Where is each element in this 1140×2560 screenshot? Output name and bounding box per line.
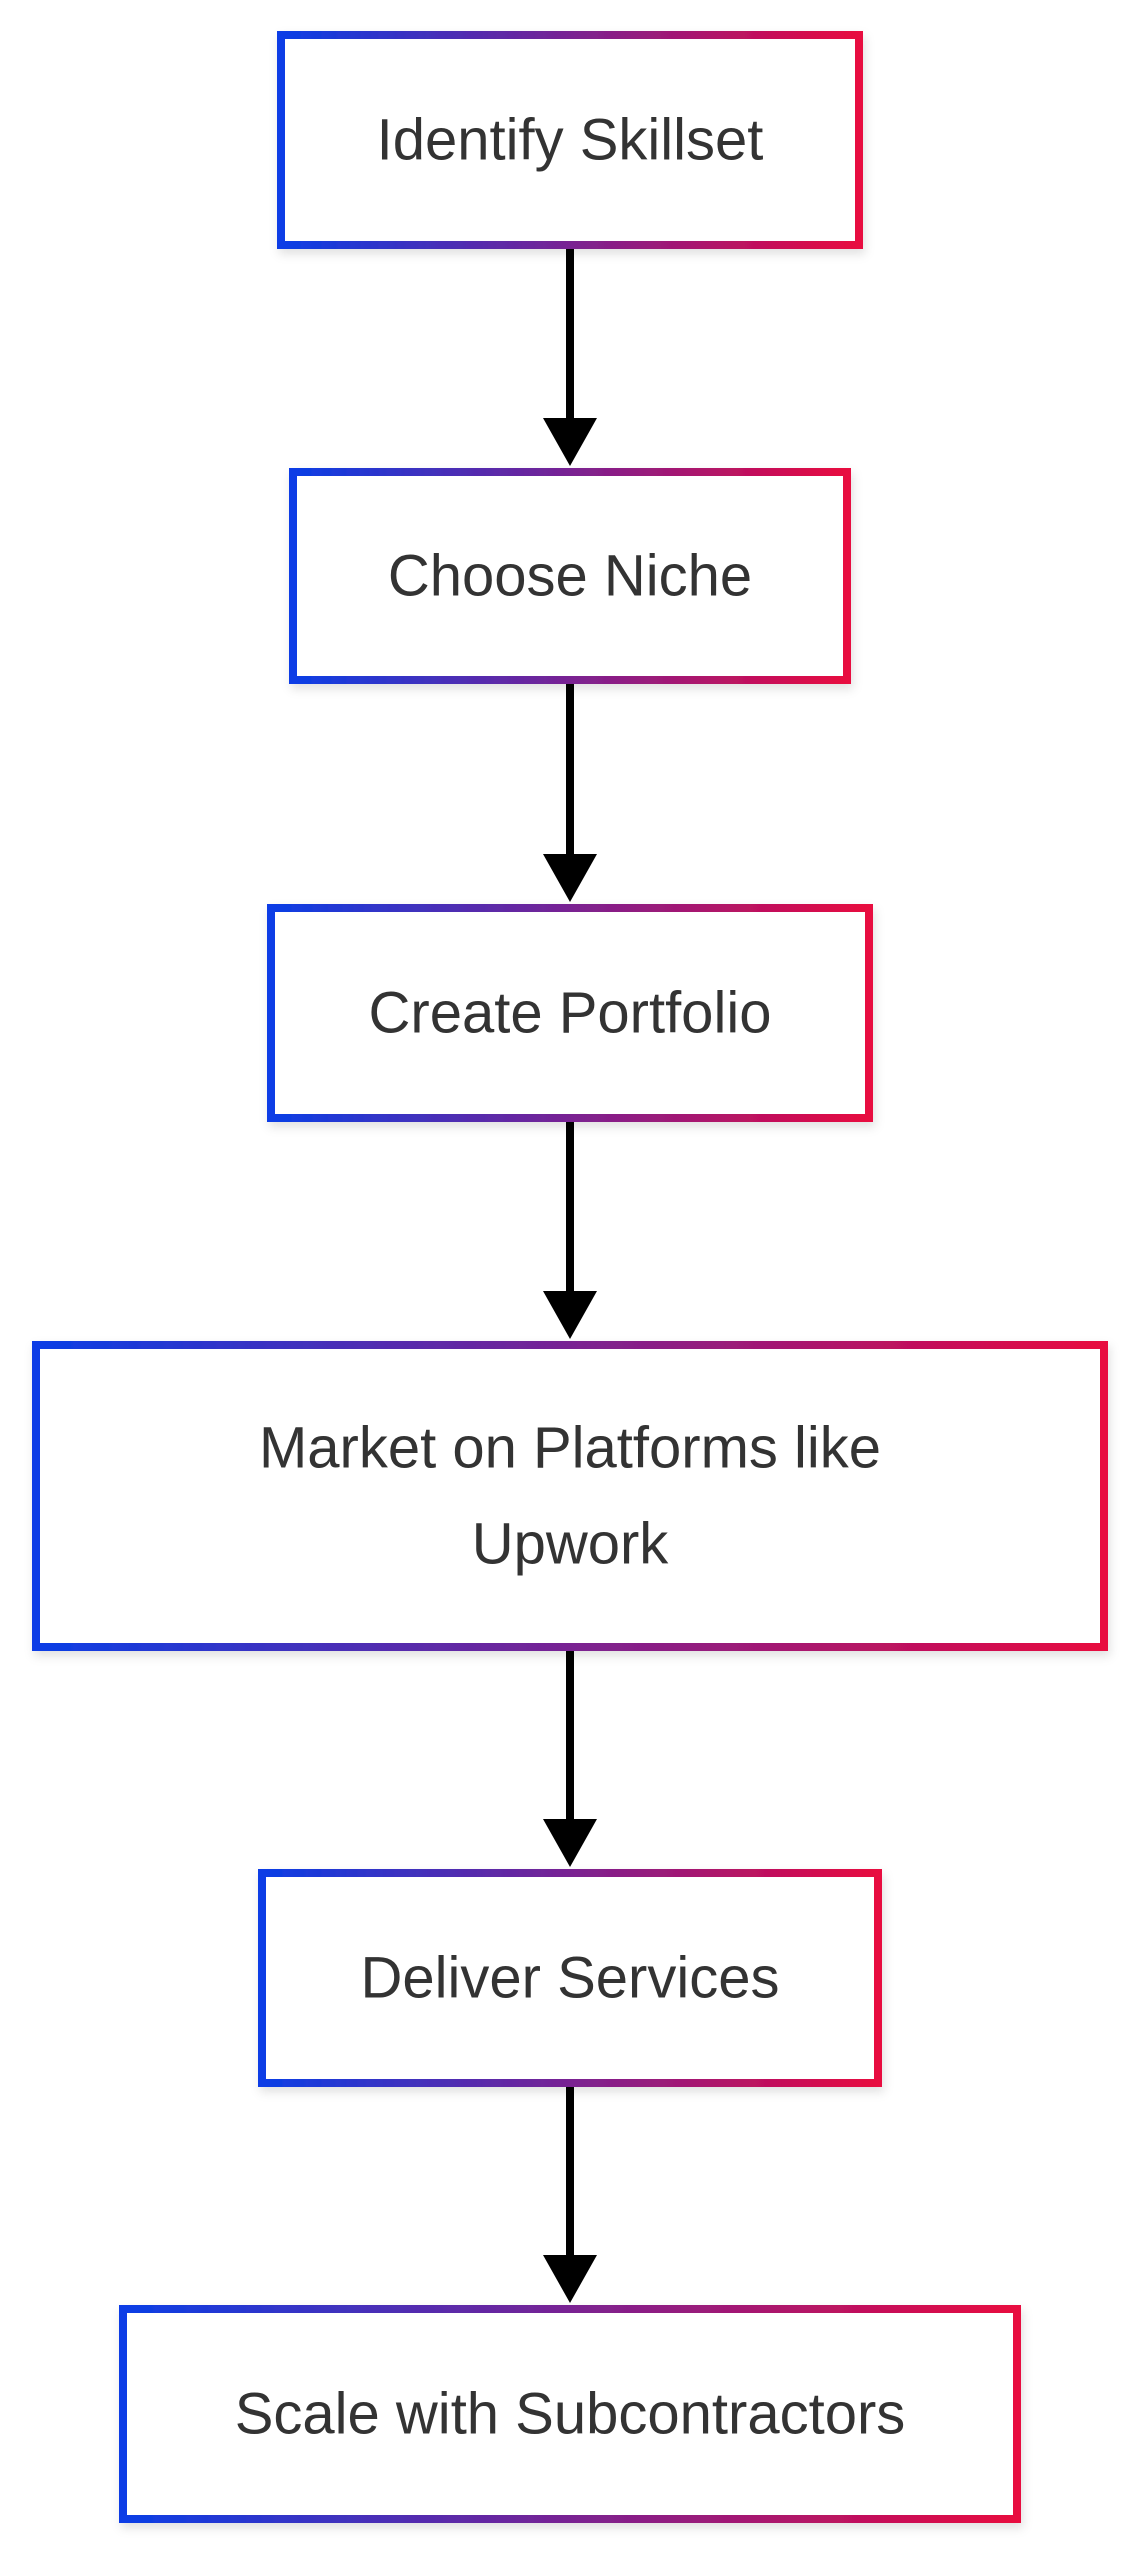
- flow-node-label: Scale with Subcontractors: [235, 2382, 906, 2447]
- flow-arrow-head: [543, 1291, 597, 1339]
- flow-node-box: [289, 468, 851, 684]
- flow-arrow-head: [543, 1819, 597, 1867]
- flow-node-3: Create Portfolio: [267, 904, 873, 1122]
- flow-node-box: [258, 1869, 882, 2087]
- flow-node-label: Create Portfolio: [369, 981, 772, 1046]
- flow-node-1: Identify Skillset: [277, 31, 863, 249]
- flow-arrow-head: [543, 418, 597, 466]
- flow-node-label: Market on Platforms like: [259, 1416, 881, 1481]
- edges-layer: [543, 249, 597, 2303]
- flow-node-2: Choose Niche: [289, 468, 851, 684]
- flow-node-box: [277, 31, 863, 249]
- flow-node-box: [267, 904, 873, 1122]
- flow-node-label: Deliver Services: [361, 1946, 780, 2011]
- flow-node-box: [32, 1341, 1108, 1651]
- flow-node-box: [119, 2305, 1021, 2523]
- flow-node-6: Scale with Subcontractors: [119, 2305, 1021, 2523]
- flow-arrow-head: [543, 854, 597, 902]
- flow-node-label: Choose Niche: [388, 544, 752, 609]
- flow-arrow-4: [543, 1651, 597, 1867]
- flow-arrow-3: [543, 1122, 597, 1339]
- flow-node-5: Deliver Services: [258, 1869, 882, 2087]
- flow-node-label: Identify Skillset: [377, 108, 764, 173]
- flow-arrow-1: [543, 249, 597, 466]
- flow-node-label: Upwork: [472, 1512, 670, 1577]
- flow-arrow-2: [543, 684, 597, 902]
- flow-arrow-head: [543, 2255, 597, 2303]
- flow-arrow-5: [543, 2087, 597, 2303]
